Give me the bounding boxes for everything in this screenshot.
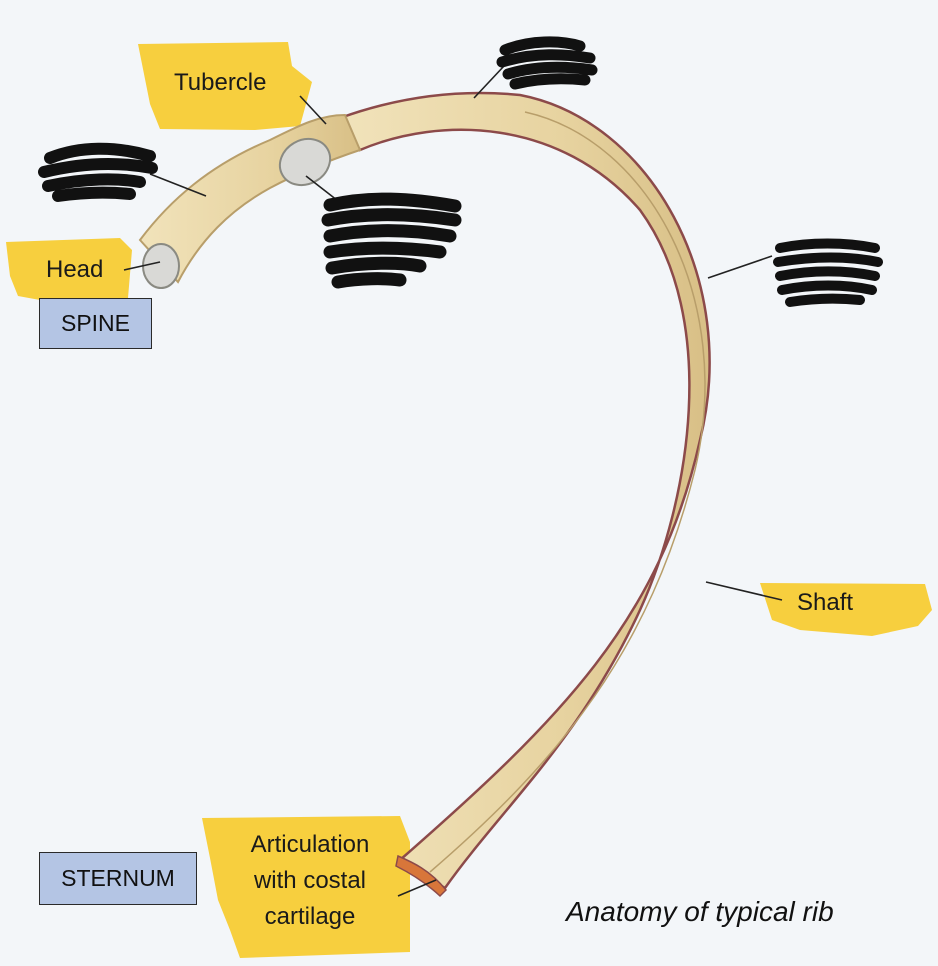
label-articulation-line2: with costal [253,867,367,895]
leader-tubercle [299,95,327,125]
label-articulation: Articulation with costal cartilage [220,832,400,930]
leader-head [123,261,161,271]
highlight-tubercle [138,42,312,130]
scribble-articular-facet [321,192,462,289]
head-facet [142,243,180,289]
rib-illustration [138,91,711,898]
label-shaft: Shaft [797,589,854,616]
highlighter-marks [6,42,932,958]
diagram-caption: Anatomy of typical rib [566,896,834,927]
scribble-costal-groove [773,238,883,307]
redaction-scribbles [38,36,883,307]
costal-groove-line [429,111,706,873]
leader-neck [149,173,207,197]
label-articulation-line1: Articulation [250,831,370,858]
spine-box: SPINE [39,298,152,349]
leader-costal-groove [707,255,773,279]
highlight-head [6,238,132,300]
leader-lines [123,65,783,897]
highlight-shaft [760,583,932,636]
label-head: Head [46,256,104,283]
label-tubercle: Tubercle [174,69,267,96]
scribble-angle [496,36,598,90]
highlight-articulation [202,816,410,958]
leader-articulation [397,879,437,897]
tubercle-facet [278,137,332,187]
sternum-box: STERNUM [39,852,197,905]
scribble-neck [38,142,158,202]
sternal-end [395,854,448,898]
leader-angle [473,65,505,99]
leader-shaft [705,581,783,601]
label-articulation-line3: cartilage [264,903,356,931]
